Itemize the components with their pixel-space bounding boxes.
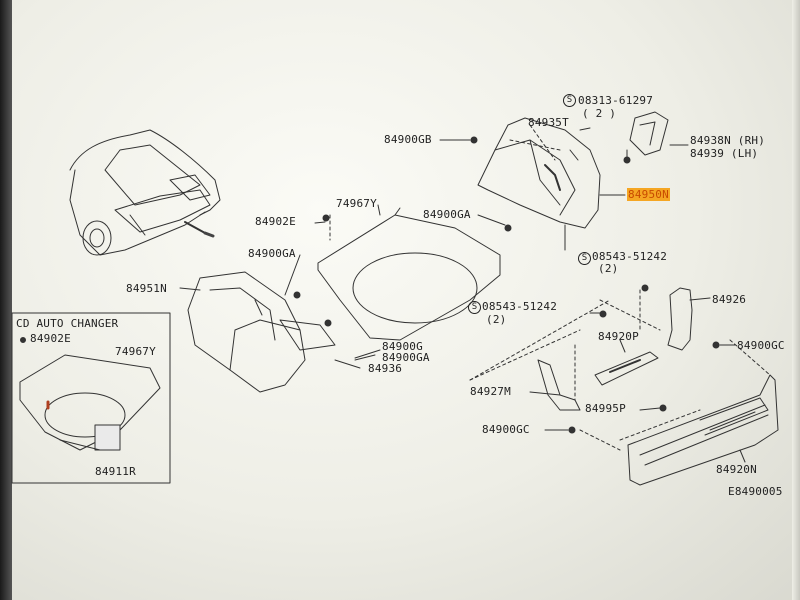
screen-glare [792, 0, 800, 600]
screw-icon [470, 136, 478, 144]
clip-icon [293, 291, 301, 299]
clip-icon [712, 341, 720, 349]
car-rear-sketch [69, 129, 221, 256]
bolt-icon [20, 337, 26, 343]
part-number-74967Y: 74967Y [336, 197, 377, 210]
part-number-84938N: 84938N (RH) [690, 134, 766, 147]
clip-icon [659, 404, 667, 412]
leader-lines [329, 124, 771, 451]
bracket [626, 111, 669, 159]
inset-part-74967Y: 74967Y [115, 345, 156, 358]
part-number-84950N: 84950N [627, 188, 670, 201]
part-number-08543-51242-b: 08543-51242 [482, 300, 558, 313]
part-number-84939: 84939 (LH) [690, 147, 759, 160]
part-number-84936: 84936 [368, 362, 403, 375]
part-number-08543-51242-a: 08543-51242 [592, 250, 668, 263]
standard-part-marker: S [468, 301, 481, 314]
part-number-84935T: 84935T [528, 116, 569, 129]
part-number-84900G: 84900G [382, 340, 423, 353]
sill-plate [594, 351, 659, 386]
part-number-84927M: 84927M [470, 385, 511, 398]
part-number-84951N: 84951N [126, 282, 167, 295]
inset-title: CD AUTO CHANGER [16, 317, 119, 330]
standard-part-marker: S [578, 252, 591, 265]
part-number-84900GA-left: 84900GA [248, 247, 296, 260]
part-qty: (2) [598, 262, 619, 275]
bolt-icon [322, 214, 330, 222]
diagram-reference-code: E8490005 [728, 485, 783, 498]
part-number-84920N: 84920N [716, 463, 757, 476]
hinge-bracket [537, 359, 581, 411]
standard-part-marker: S [563, 94, 576, 107]
rear-plate [627, 374, 779, 486]
part-number-08313-61297: 08313-61297 [578, 94, 654, 107]
part-qty: (2) [486, 313, 507, 326]
left-side-trim [187, 271, 336, 393]
inset-box [11, 312, 171, 484]
part-number-84900GA-mid: 84900GA [382, 351, 430, 364]
part-number-84900GC-right: 84900GC [737, 339, 785, 352]
callout-lines [179, 127, 746, 463]
pillar-trim [667, 287, 693, 351]
right-side-trim [477, 117, 601, 251]
inset-part-84911R: 84911R [95, 465, 136, 478]
part-number-84926: 84926 [712, 293, 747, 306]
screw-icon [623, 156, 631, 164]
trunk-floor-mat [317, 207, 501, 341]
monitor-bezel [0, 0, 12, 600]
part-number-84900GB: 84900GB [384, 133, 432, 146]
screw-icon [641, 284, 649, 292]
clip-icon [568, 426, 576, 434]
clip-icon [324, 319, 332, 327]
clip-icon [504, 224, 512, 232]
screw-icon [599, 310, 607, 318]
inset-part-84902E: 84902E [30, 332, 71, 345]
part-qty: ( 2 ) [582, 107, 617, 120]
part-number-84902E: 84902E [255, 215, 296, 228]
part-number-84920P: 84920P [598, 330, 639, 343]
part-number-84900GC-bottom: 84900GC [482, 423, 530, 436]
fastener-icons [20, 136, 720, 434]
part-number-84900GA-top: 84900GA [423, 208, 471, 221]
part-number-84995P: 84995P [585, 402, 626, 415]
